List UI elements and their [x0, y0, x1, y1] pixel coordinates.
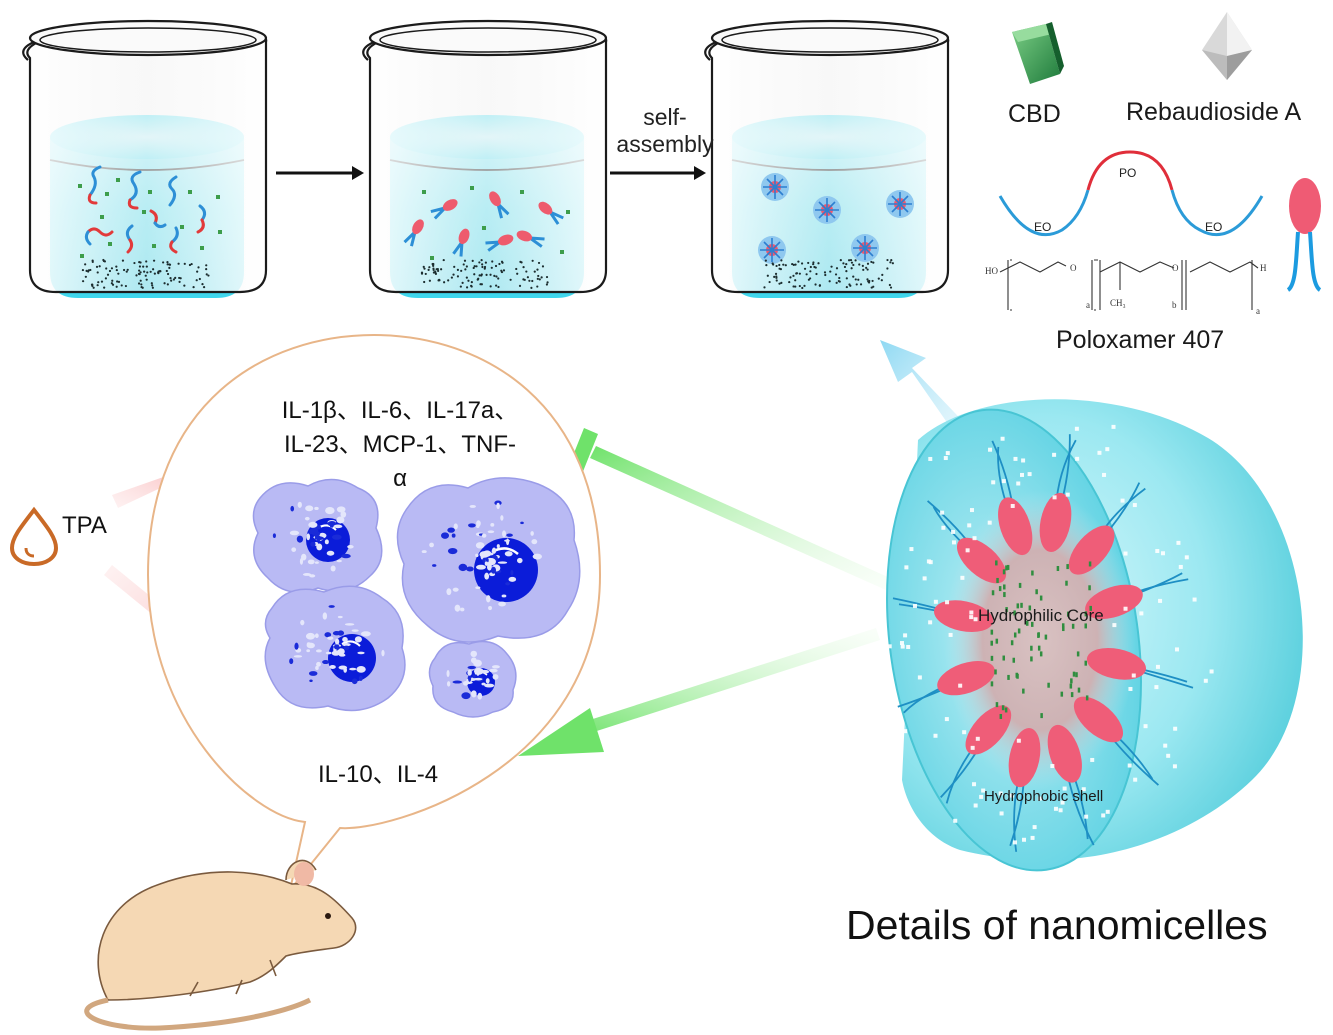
macrophage-cells: [252, 477, 581, 718]
self-assembly-line1: self-: [643, 104, 687, 130]
process-arrow-2: [610, 166, 706, 180]
micelle-promotion-arrow: [518, 628, 880, 756]
beaker-unimers: [362, 19, 608, 298]
unimer-icon: [1286, 178, 1322, 292]
cytokines-line3: α: [393, 465, 407, 492]
svg-text:O: O: [1070, 263, 1077, 273]
svg-text:b: b: [1172, 300, 1177, 310]
cytokines-line2: IL-23、MCP-1、TNF-: [283, 431, 517, 458]
mouse-illustration: [84, 859, 357, 1031]
dispersed-polymer-chains: [84, 165, 207, 254]
micelle-drug-specks: [880, 424, 1214, 845]
rebaudioside-label: Rebaudioside A: [1126, 98, 1302, 126]
cbd-label: CBD: [1008, 100, 1061, 128]
cytokines-line1: IL-1β、IL-6、IL-17a、: [281, 397, 519, 424]
tpa-drop-icon: [9, 506, 59, 567]
poloxamer-block-diagram: [998, 150, 1264, 236]
poloxamer-structure: HO O O H a b a CH₃: [985, 259, 1267, 316]
antiinflammatory-cytokines: IL-10、IL-4: [318, 761, 439, 788]
micelle-inhibition-arrow: [568, 428, 890, 590]
svg-text:CH₃: CH₃: [1110, 298, 1126, 308]
self-assembly-label: self- assembly: [610, 104, 720, 158]
hydrophilic-core-label: Hydrophilic Core: [978, 606, 1104, 625]
sediment-dots: [81, 258, 894, 290]
micelle-dots: [758, 173, 914, 264]
dispersed-drug-particles: [78, 178, 222, 258]
eo-block-label-right: EO: [1205, 220, 1223, 234]
hydrophobic-shell-label: Hydrophobic shell: [984, 788, 1104, 805]
svg-text:HO: HO: [985, 266, 998, 276]
po-block-label: PO: [1119, 166, 1137, 180]
beaker-micelles: [704, 19, 950, 298]
svg-text:H: H: [1260, 263, 1267, 273]
process-arrow-1: [276, 166, 364, 180]
svg-text:O: O: [1172, 263, 1179, 273]
beaker-mixture: [22, 19, 268, 298]
proinflammatory-cytokines: IL-1β、IL-6、IL-17a、 IL-23、MCP-1、TNF- α: [250, 394, 550, 496]
tpa-label: TPA: [62, 512, 107, 539]
nanomicelle-cross-section: [880, 399, 1303, 872]
nanomicelle-section-title: Details of nanomicelles: [846, 902, 1268, 948]
unimer-molecules: [403, 191, 564, 257]
rebaudioside-icon: [1202, 12, 1252, 80]
eo-block-label-left: EO: [1034, 220, 1052, 234]
micelle-unimers: [892, 434, 1194, 852]
svg-text:a: a: [1256, 306, 1260, 316]
poloxamer-label: Poloxamer 407: [1056, 326, 1225, 354]
cbd-icon: [1012, 22, 1064, 84]
svg-text:a: a: [1086, 300, 1090, 310]
self-assembly-line2: assembly: [616, 131, 714, 157]
cytoplasm-vesicles: [272, 500, 543, 700]
